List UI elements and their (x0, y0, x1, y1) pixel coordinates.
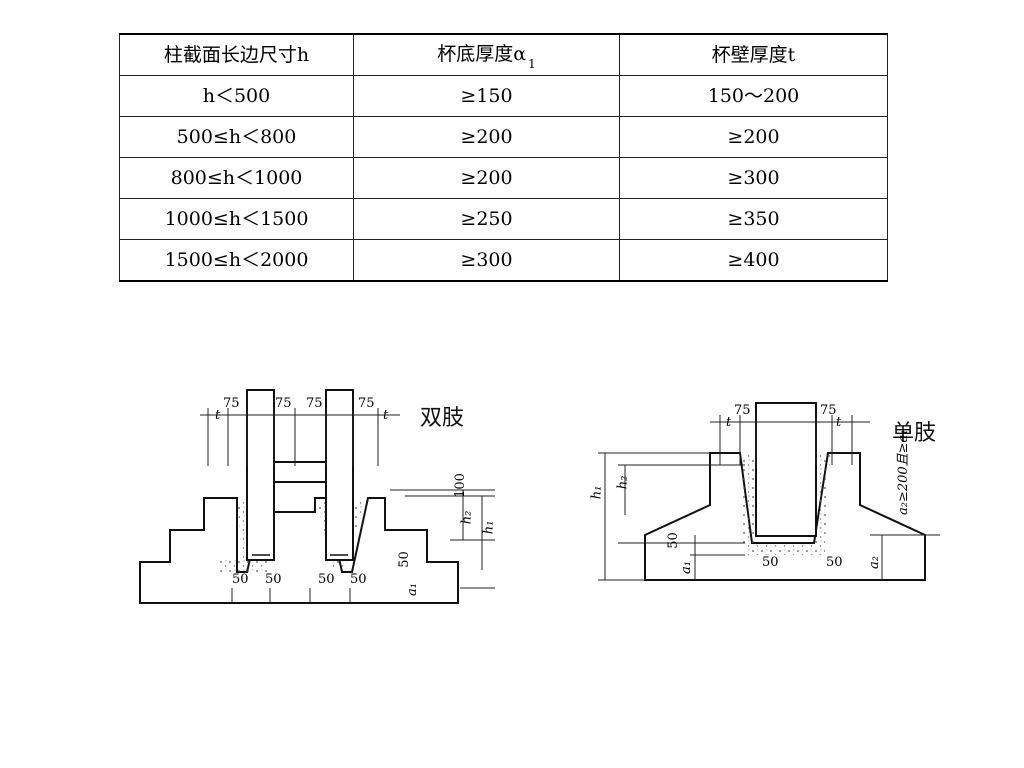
col-header-text: 柱截面长边尺寸h (163, 44, 310, 66)
dim-note-a2: a₂≥200且≥a₁ (896, 429, 911, 515)
dim-label-50: 50 (232, 572, 249, 587)
cup-infill (814, 455, 830, 543)
dim-label-75: 75 (734, 403, 751, 418)
double-limb-title: 双肢 (420, 406, 465, 431)
dim-label-75: 75 (275, 396, 292, 411)
table-cell: ≥200 (619, 116, 888, 158)
column-limb-left (246, 389, 275, 561)
col-header-text: 杯壁厚度t (711, 44, 796, 66)
dim-label-100: 100 (452, 473, 468, 498)
col-header-cup-wall: 杯壁厚度t (619, 34, 888, 76)
double-limb-figure: 双肢 75 75 75 75 t t 100 h₂ h₁ 50 a₁ 50 50… (120, 370, 540, 620)
table-row: 1500≤h＜2000 ≥300 ≥400 (119, 239, 888, 281)
table-row: 1000≤h＜1500 ≥250 ≥350 (119, 198, 888, 240)
table-cell: 1000≤h＜1500 (119, 198, 354, 240)
dim-label-t: t (215, 408, 221, 423)
dim-label-75: 75 (306, 396, 323, 411)
table-cell: 800≤h＜1000 (119, 157, 354, 199)
col-header-column-size: 柱截面长边尺寸h (119, 34, 354, 76)
dim-label-75: 75 (820, 403, 837, 418)
dim-label-a1: a₁ (678, 561, 694, 574)
table-cell: 150～200 (619, 75, 888, 117)
single-limb-figure: 单肢 75 75 t t h₁ h₂ 50 a₁ 50 50 a₂ a₂≥200… (580, 395, 990, 600)
single-limb-drawing (598, 402, 940, 581)
dim-label-a1: a₁ (404, 583, 420, 596)
table-row: 500≤h＜800 ≥200 ≥200 (119, 116, 888, 158)
cup-infill (745, 543, 825, 555)
table-cell: ≥300 (353, 239, 620, 281)
cup-infill (220, 560, 270, 572)
single-limb-title: 单肢 (892, 421, 937, 446)
dim-label-50: 50 (396, 551, 412, 568)
table-row: 800≤h＜1000 ≥200 ≥300 (119, 157, 888, 199)
dim-label-t: t (726, 415, 732, 430)
cup-infill (740, 455, 757, 543)
table-cell: ≥350 (619, 198, 888, 240)
double-limb-drawing (139, 389, 495, 604)
foundation-outline (139, 497, 459, 604)
dim-label-50: 50 (350, 572, 367, 587)
column-web (273, 461, 327, 483)
table-row: h＜500 ≥150 150～200 (119, 75, 888, 117)
table-cell: ≥250 (353, 198, 620, 240)
table-cell: ≥300 (619, 157, 888, 199)
table-cell: 1500≤h＜2000 (119, 239, 354, 281)
dim-label-75: 75 (223, 396, 240, 411)
dim-label-50: 50 (265, 572, 282, 587)
dim-label-75: 75 (358, 396, 375, 411)
dim-label-t: t (383, 408, 389, 423)
column (755, 402, 817, 537)
dim-label-50: 50 (665, 532, 681, 549)
table-cell: 500≤h＜800 (119, 116, 354, 158)
table-cell: ≥200 (353, 116, 620, 158)
dim-label-50: 50 (318, 572, 335, 587)
table-cell: ≥150 (353, 75, 620, 117)
col-header-text: 杯底厚度α (437, 43, 527, 65)
table-cell: ≥200 (353, 157, 620, 199)
table-cell: ≥400 (619, 239, 888, 281)
dim-label-h1: h₁ (589, 485, 605, 500)
dim-label-50: 50 (826, 555, 843, 570)
dim-label-h2: h₂ (615, 475, 631, 490)
dim-label-50: 50 (762, 555, 779, 570)
dim-label-h2: h₂ (459, 510, 475, 525)
dim-label-a2: a₂ (866, 556, 882, 569)
table-cell: h＜500 (119, 75, 354, 117)
dim-label-h1: h₁ (481, 520, 497, 535)
dim-label-t: t (836, 415, 842, 430)
subscript: 1 (528, 57, 536, 71)
